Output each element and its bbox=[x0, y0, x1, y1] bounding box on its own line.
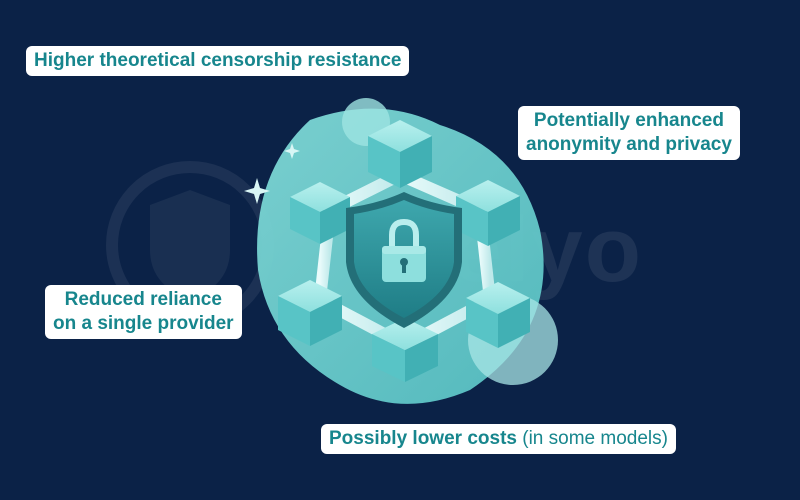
label-text: Possibly lower costs bbox=[329, 428, 517, 449]
label-line: anonymity and privacy bbox=[526, 134, 732, 155]
label-reduced-reliance: Reduced reliance on a single provider bbox=[45, 285, 242, 339]
label-anonymity-privacy: Potentially enhanced anonymity and priva… bbox=[518, 106, 740, 160]
network-node-top bbox=[368, 120, 432, 188]
label-note: (in some models) bbox=[516, 428, 668, 449]
network-node-bottom bbox=[372, 318, 438, 382]
network-node-bottom-right bbox=[466, 282, 530, 348]
label-censorship-resistance: Higher theoretical censorship resistance bbox=[26, 46, 410, 76]
padlock-icon bbox=[382, 218, 426, 282]
network-node-right bbox=[456, 180, 520, 246]
label-line: on a single provider bbox=[53, 313, 234, 334]
label-line: Potentially enhanced bbox=[533, 110, 724, 131]
sparkle-icon bbox=[284, 143, 300, 159]
label-lower-costs: Possibly lower costs (in some models) bbox=[321, 424, 676, 454]
label-text: Higher theoretical censorship resistance bbox=[34, 50, 402, 71]
network-node-left bbox=[290, 182, 350, 244]
network-node-bottom-left bbox=[278, 280, 342, 346]
label-line: Reduced reliance bbox=[64, 289, 222, 310]
sparkle-icon bbox=[244, 178, 270, 204]
